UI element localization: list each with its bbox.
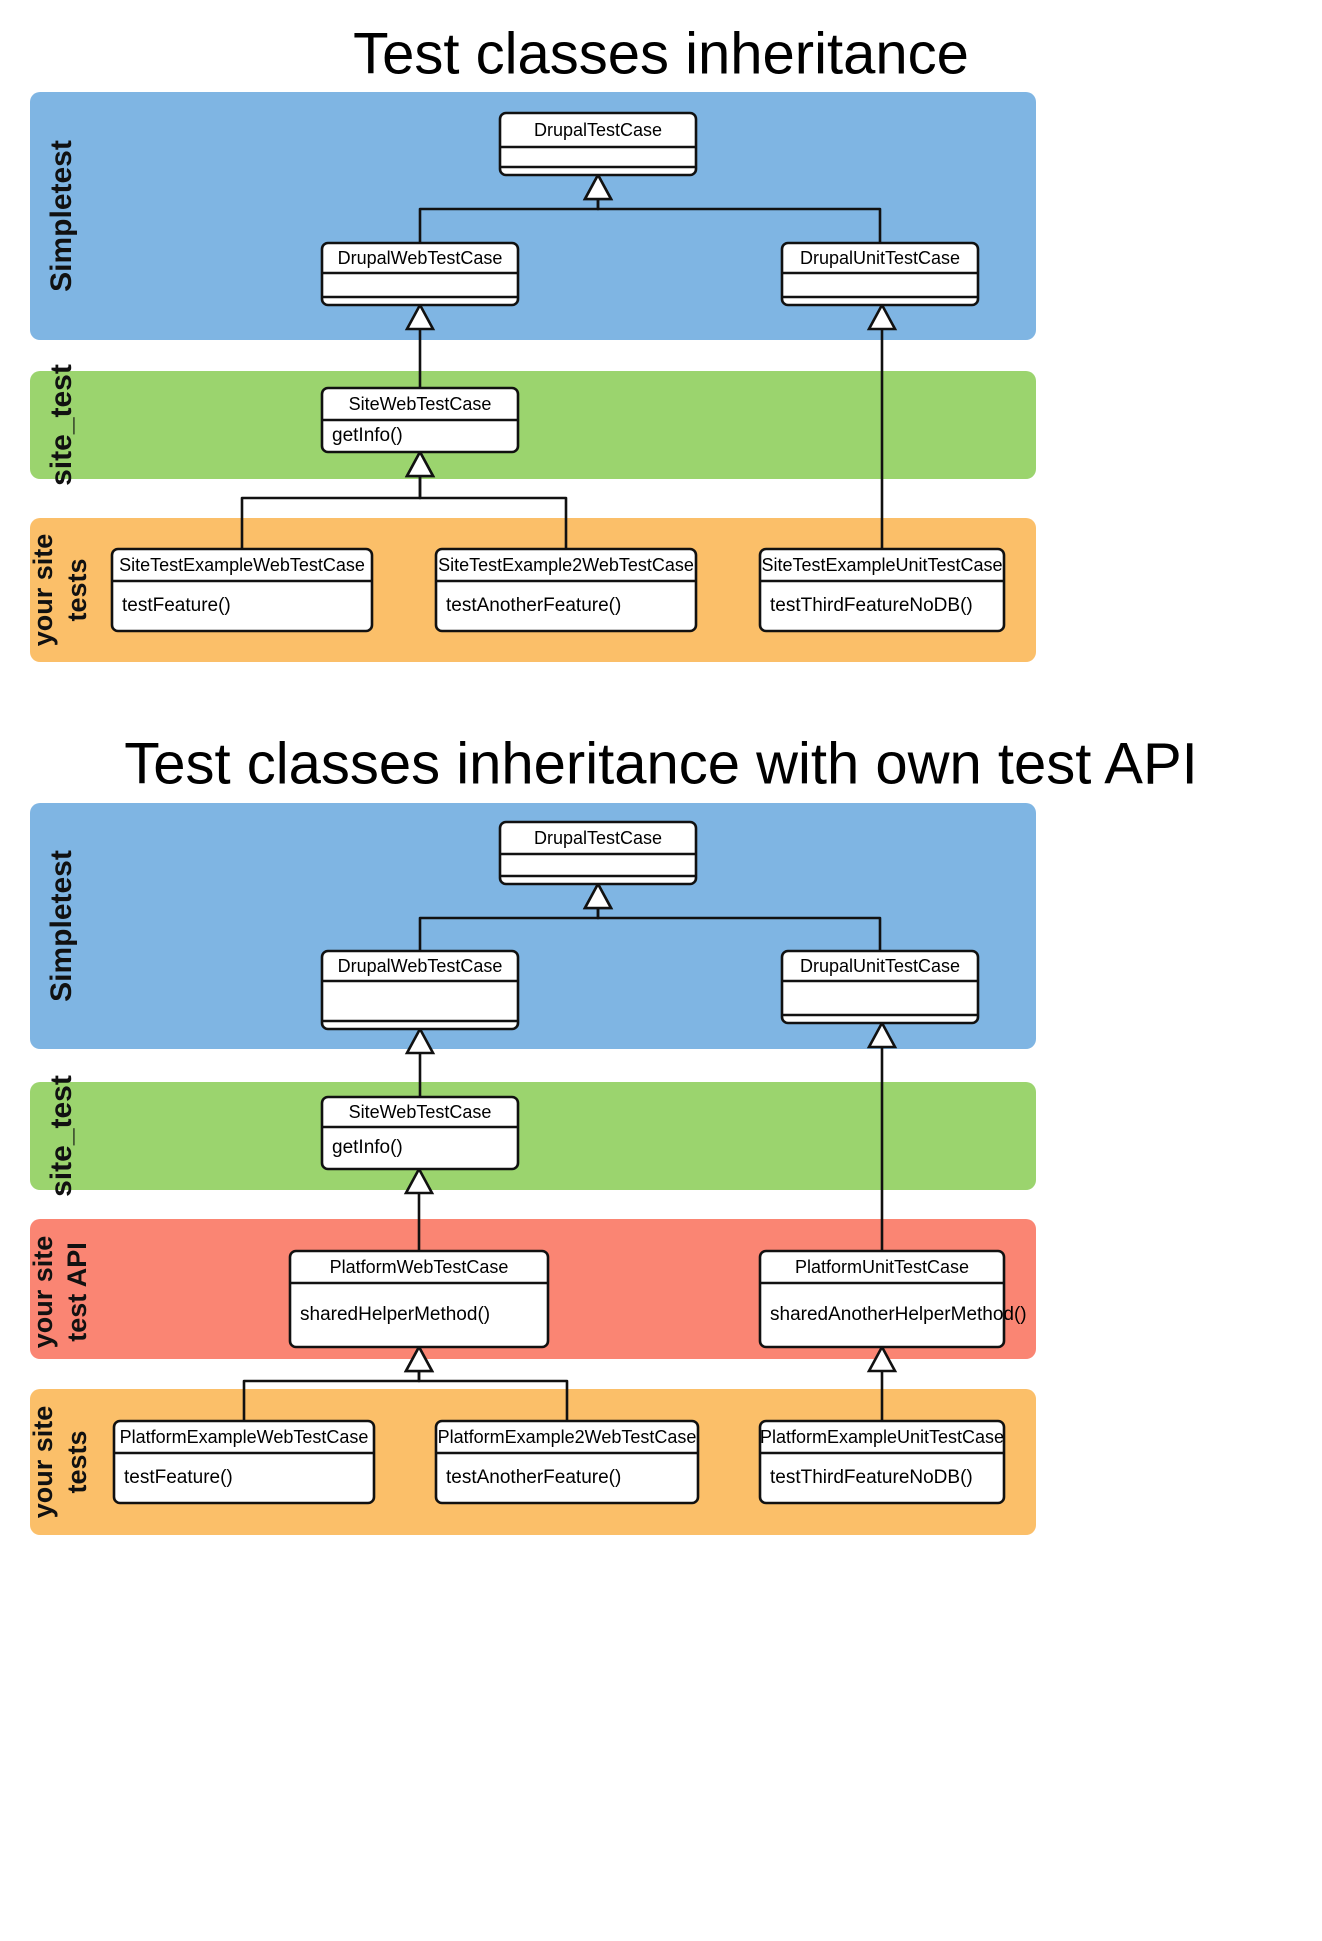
class-method-label: testAnotherFeature() <box>446 1467 621 1488</box>
class-name-label: PlatformExampleUnitTestCase <box>760 1427 1004 1447</box>
class-method-label: testFeature() <box>122 595 231 616</box>
class-box-outline <box>434 547 698 633</box>
diagram-own-api-title: Test classes inheritance with own test A… <box>124 731 1198 796</box>
diagram-basic-title: Test classes inheritance <box>353 21 969 86</box>
inheritance-d2-drupal-unit-test-case-to-d2-drupal-test-case <box>582 881 882 951</box>
inheritance-drupal-unit-test-case-to-drupal-test-case <box>582 172 882 243</box>
class-box-d2-drupal-unit-test-case[interactable]: DrupalUnitTestCase <box>780 949 980 1025</box>
class-box-outline <box>434 1419 700 1505</box>
class-box-platform-example2-web-test-case[interactable]: PlatformExample2WebTestCase testAnotherFe… <box>434 1419 700 1505</box>
class-method-label: testFeature() <box>124 1467 233 1488</box>
inheritance-platform-web-test-case-to-d2-site-web-test-case <box>403 1166 435 1251</box>
band-your-site-tests-label: tests <box>62 558 92 621</box>
class-box-site-web-test-case[interactable]: SiteWebTestCase getInfo() <box>320 386 520 454</box>
class-name-label: DrupalUnitTestCase <box>800 248 960 268</box>
inheritance-platform-example2-web-test-case-to-platform-web-test-case <box>403 1344 569 1421</box>
class-name-label: PlatformExample2WebTestCase <box>438 1427 697 1447</box>
connector-line <box>596 908 882 951</box>
inheritance-arrow-icon <box>403 1344 435 1373</box>
class-box-site-test-example2-web-test-case[interactable]: SiteTestExample2WebTestCase testAnotherFe… <box>434 547 698 633</box>
band2-your-site-tests-label: tests <box>62 1430 92 1493</box>
class-box-outline <box>780 949 980 1025</box>
class-method-label: getInfo() <box>332 425 403 446</box>
connector-line <box>417 1371 569 1421</box>
band2-site-test-background <box>30 1082 1036 1190</box>
class-method-label: testThirdFeatureNoDB() <box>770 1467 973 1488</box>
band-band-site-test: site_test <box>30 364 1036 486</box>
inheritance-arrow-icon <box>866 1020 898 1049</box>
class-box-site-test-example-unit-test-case[interactable]: SiteTestExampleUnitTestCase testThirdFeat… <box>758 547 1006 633</box>
class-method-label: testThirdFeatureNoDB() <box>770 595 973 616</box>
class-name-label: SiteTestExampleUnitTestCase <box>761 555 1002 575</box>
band2-site-test-api-label: test API <box>62 1242 92 1342</box>
class-box-outline <box>758 1419 1006 1505</box>
class-box-platform-example-web-test-case[interactable]: PlatformExampleWebTestCase testFeature() <box>112 1419 376 1505</box>
class-name-label: PlatformWebTestCase <box>330 1257 509 1277</box>
class-name-label: PlatformUnitTestCase <box>795 1257 969 1277</box>
band2-your-site-tests-label: your site <box>28 1406 58 1519</box>
inheritance-site-web-test-case-to-drupal-web-test-case <box>404 302 436 388</box>
inheritance-arrow-icon <box>404 1026 436 1055</box>
inheritance-arrow-icon <box>403 1166 435 1195</box>
class-name-label: DrupalTestCase <box>534 120 662 140</box>
connector-line <box>596 199 882 243</box>
band2-simpletest-label: Simpletest <box>45 850 78 1002</box>
band-site-test-background <box>30 371 1036 479</box>
band2-site-test-api-label: your site <box>28 1236 58 1349</box>
class-name-label: DrupalWebTestCase <box>338 956 503 976</box>
inheritance-d2-site-web-test-case-to-d2-drupal-web-test-case <box>404 1026 436 1097</box>
inheritance-site-test-example-unit-test-case-to-drupal-unit-test-case <box>866 302 898 549</box>
class-box-outline <box>288 1249 550 1349</box>
inheritance-arrow-icon <box>582 881 614 910</box>
class-box-outline <box>320 1095 520 1171</box>
inheritance-arrow-icon <box>404 302 436 331</box>
class-name-label: DrupalUnitTestCase <box>800 956 960 976</box>
class-box-site-test-example-web-test-case[interactable]: SiteTestExampleWebTestCase testFeature() <box>110 547 374 633</box>
class-box-d2-drupal-test-case[interactable]: DrupalTestCase <box>498 820 698 886</box>
class-method-label: testAnotherFeature() <box>446 595 621 616</box>
class-name-label: SiteWebTestCase <box>349 1102 492 1122</box>
band-band2-site-test: site_test <box>30 1075 1036 1197</box>
band-your-site-tests-label: your site <box>28 534 58 647</box>
class-name-label: DrupalWebTestCase <box>338 248 503 268</box>
class-method-label: getInfo() <box>332 1137 403 1158</box>
band-site-test-label: site_test <box>45 364 78 486</box>
class-method-label: sharedAnotherHelperMethod() <box>770 1304 1027 1325</box>
class-box-drupal-test-case[interactable]: DrupalTestCase <box>498 111 698 177</box>
class-method-label: sharedHelperMethod() <box>300 1304 490 1325</box>
inheritance-arrow-icon <box>582 172 614 201</box>
band-simpletest-label: Simpletest <box>45 140 78 292</box>
class-name-label: SiteWebTestCase <box>349 394 492 414</box>
class-box-outline <box>498 111 698 177</box>
band2-site-test-label: site_test <box>45 1075 78 1197</box>
inheritance-platform-example-unit-test-case-to-platform-unit-test-case <box>866 1344 898 1421</box>
class-box-outline <box>758 547 1006 633</box>
inheritance-arrow-icon <box>866 1344 898 1373</box>
class-box-drupal-unit-test-case[interactable]: DrupalUnitTestCase <box>780 241 980 307</box>
class-box-platform-unit-test-case[interactable]: PlatformUnitTestCase sharedAnotherHelperM… <box>758 1249 1027 1349</box>
class-box-d2-drupal-web-test-case[interactable]: DrupalWebTestCase <box>320 949 520 1031</box>
class-box-drupal-web-test-case[interactable]: DrupalWebTestCase <box>320 241 520 307</box>
class-name-label: DrupalTestCase <box>534 828 662 848</box>
class-box-outline <box>320 949 520 1031</box>
class-name-label: SiteTestExampleWebTestCase <box>119 555 365 575</box>
class-name-label: SiteTestExample2WebTestCase <box>438 555 694 575</box>
inheritance-arrow-icon <box>404 449 436 478</box>
inheritance-arrow-icon <box>866 302 898 331</box>
class-box-d2-site-web-test-case[interactable]: SiteWebTestCase getInfo() <box>320 1095 520 1171</box>
connector-line <box>418 476 568 549</box>
class-box-outline <box>758 1249 1006 1349</box>
inheritance-site-test-example2-web-test-case-to-site-web-test-case <box>404 449 568 549</box>
class-box-outline <box>110 547 374 633</box>
inheritance-platform-unit-test-case-to-d2-drupal-unit-test-case <box>866 1020 898 1251</box>
class-name-label: PlatformExampleWebTestCase <box>120 1427 369 1447</box>
class-box-outline <box>112 1419 376 1505</box>
class-box-platform-web-test-case[interactable]: PlatformWebTestCase sharedHelperMethod() <box>288 1249 550 1349</box>
class-box-platform-example-unit-test-case[interactable]: PlatformExampleUnitTestCase testThirdFeat… <box>758 1419 1006 1505</box>
